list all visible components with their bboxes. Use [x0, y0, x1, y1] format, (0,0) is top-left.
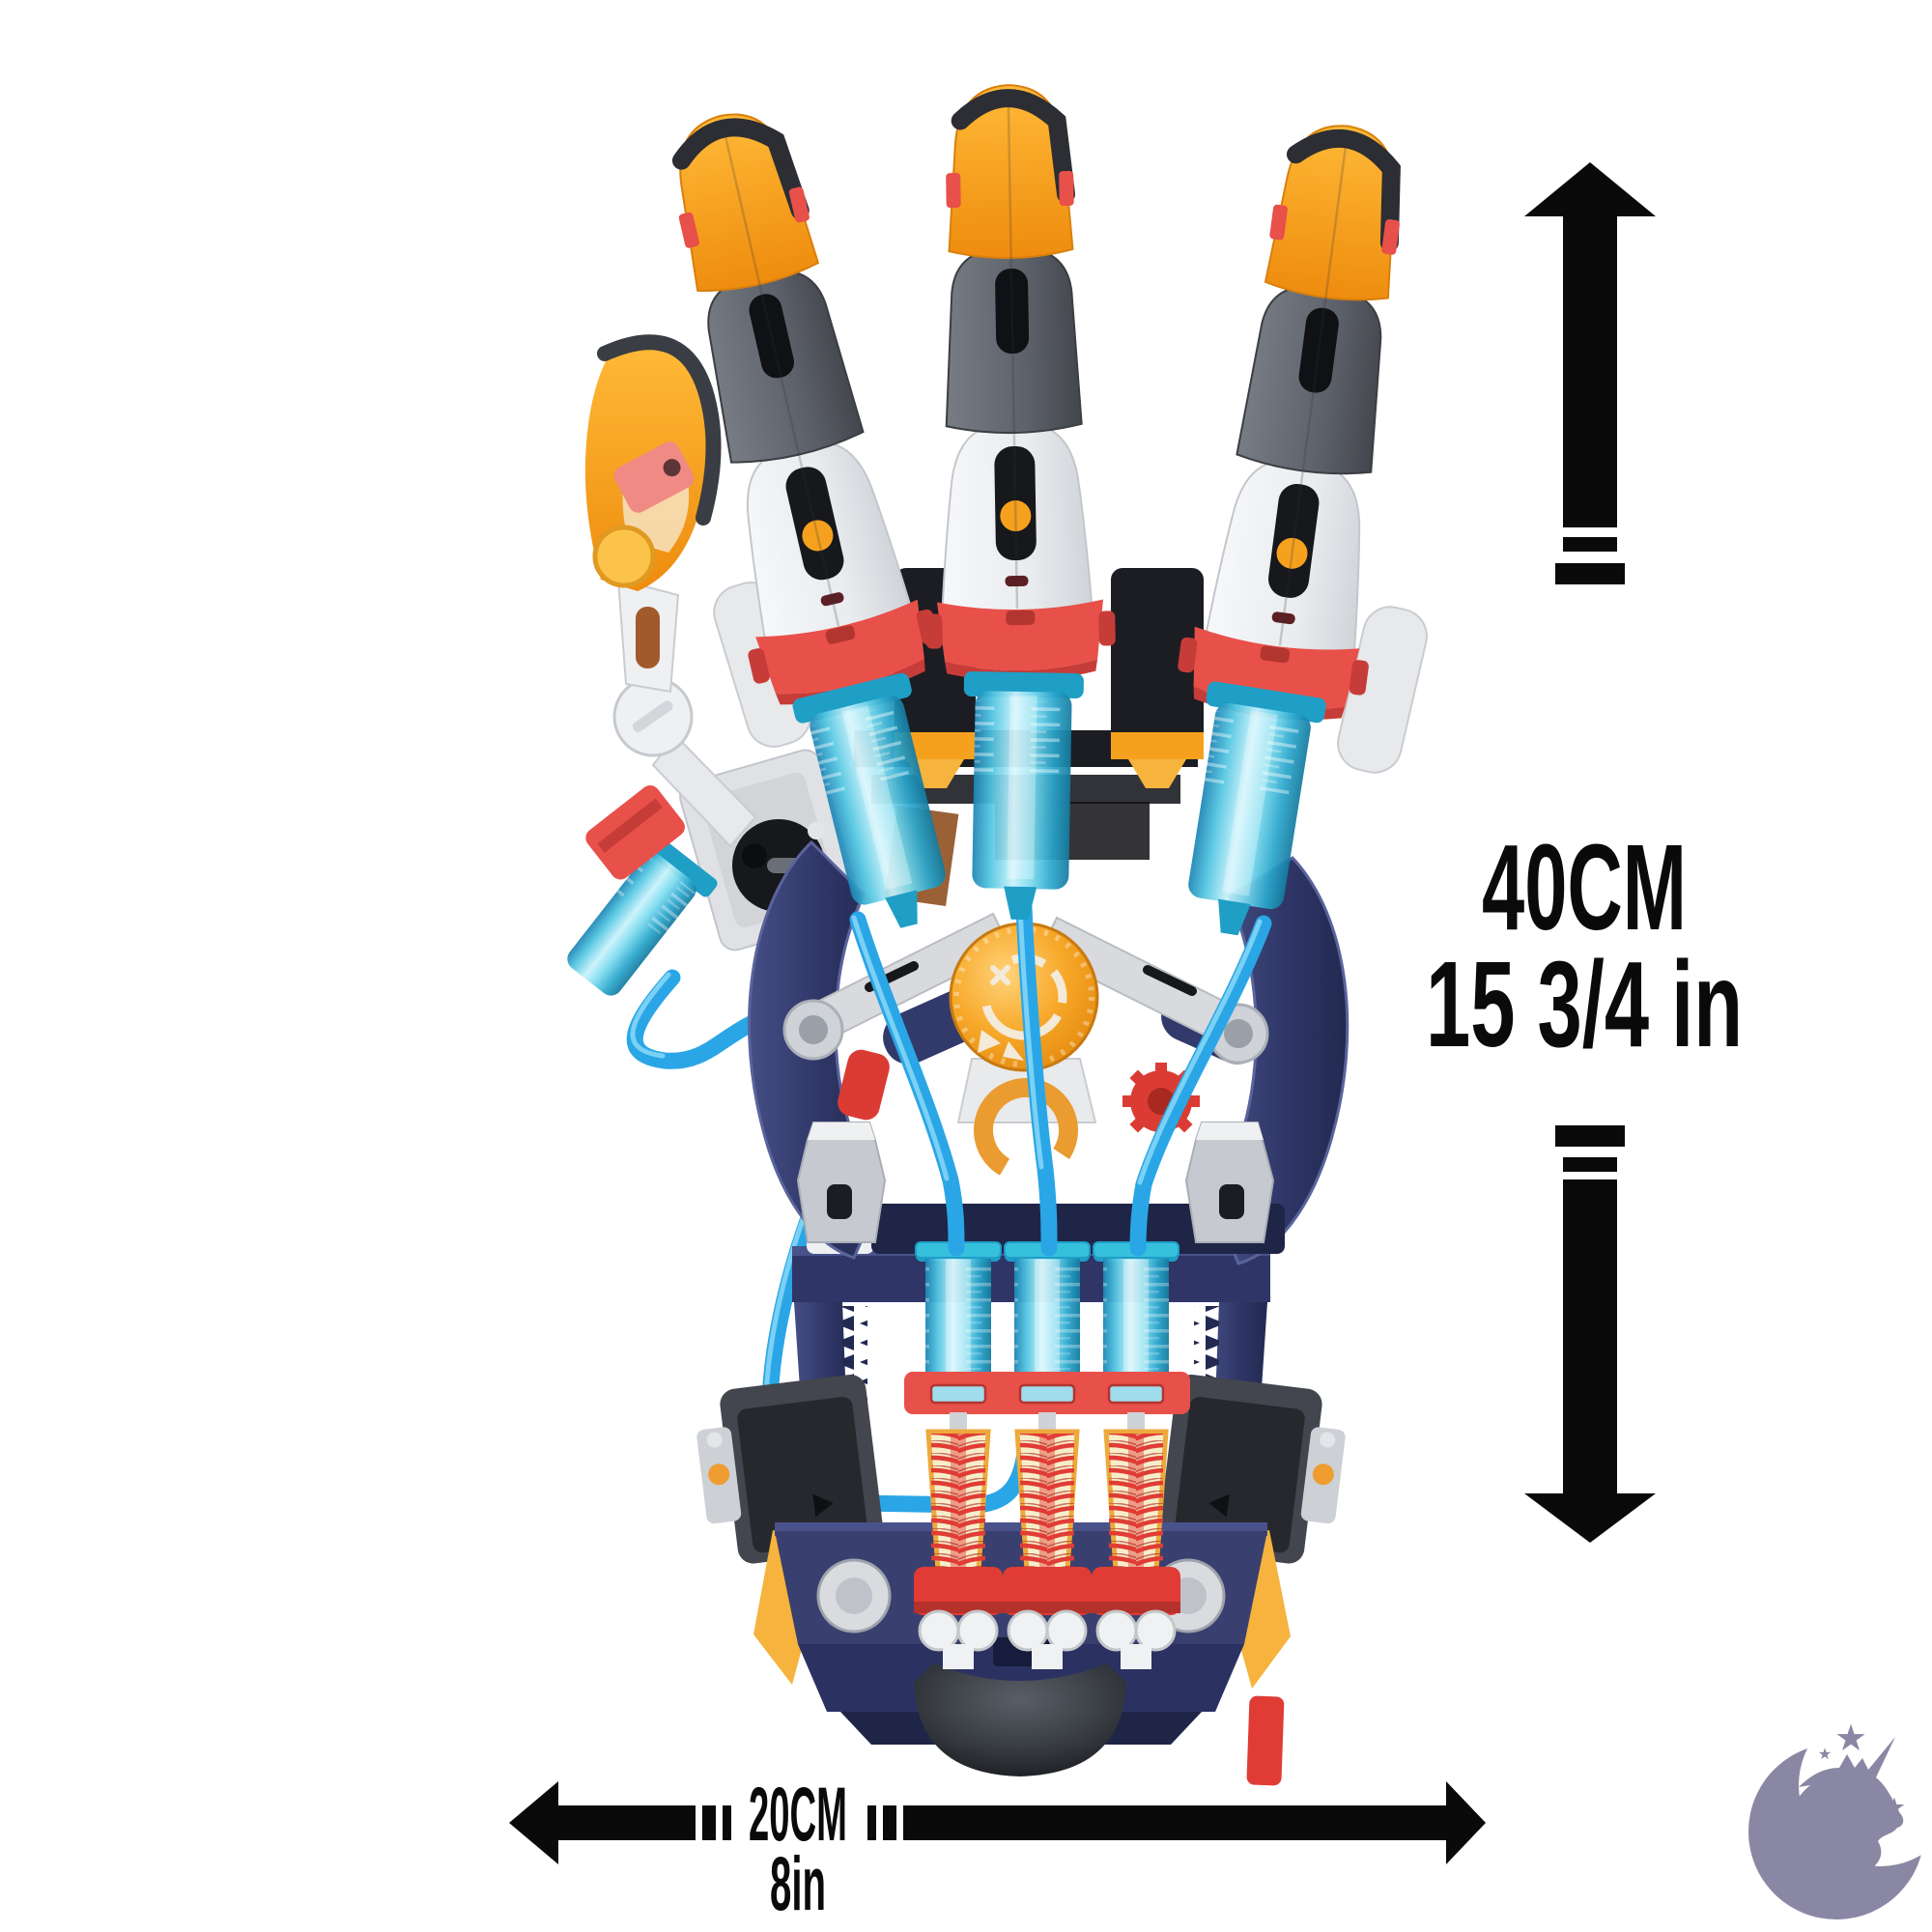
star-icon: ★	[1883, 1793, 1906, 1823]
thumb-assembly	[567, 334, 862, 1069]
star-icon: ★	[1818, 1745, 1832, 1763]
wrist-block-right	[1184, 1122, 1275, 1243]
palm-hydraulic-tubes	[849, 899, 1272, 1257]
dome-foot	[914, 1663, 1126, 1776]
star-icon: ★	[1851, 1843, 1870, 1867]
width-label-inches: 8in	[770, 1840, 826, 1926]
down-arrow-icon	[1524, 1493, 1656, 1543]
unicorn-logo: ★ ★ ★ ★	[1748, 1704, 1932, 1919]
wrist-block-left	[796, 1122, 887, 1243]
knuckle-syringe-middle	[959, 670, 1085, 922]
ring-finger	[1203, 116, 1423, 671]
width-dimension: 20CM 8in	[509, 1771, 1486, 1926]
star-icon: ★	[1834, 1717, 1867, 1759]
side-clamp-right	[1158, 1374, 1346, 1564]
right-arrow-icon	[1446, 1781, 1486, 1864]
knuckle-collar-middle	[925, 599, 1117, 683]
forearm-syringe-1	[904, 1244, 1012, 1669]
forearm-syringe-2	[993, 1244, 1101, 1669]
side-clamp-left	[696, 1374, 884, 1564]
width-label-cm: 20CM	[749, 1771, 847, 1857]
orange-o-ring	[974, 1078, 1078, 1182]
thumb-knob	[592, 525, 656, 588]
red-release-tab	[1246, 1695, 1285, 1786]
dial-plus-minus-mark	[990, 965, 1010, 985]
left-arrow-icon	[509, 1781, 558, 1864]
unicorn-head-icon	[1787, 1737, 1904, 1891]
up-arrow-icon	[1524, 162, 1656, 216]
height-label-cm: 40CM	[1482, 819, 1687, 955]
height-dimension: 40CM 15 3/4 in	[1426, 162, 1743, 1543]
height-label-inches: 15 3/4 in	[1426, 936, 1743, 1072]
middle-finger	[933, 84, 1094, 627]
